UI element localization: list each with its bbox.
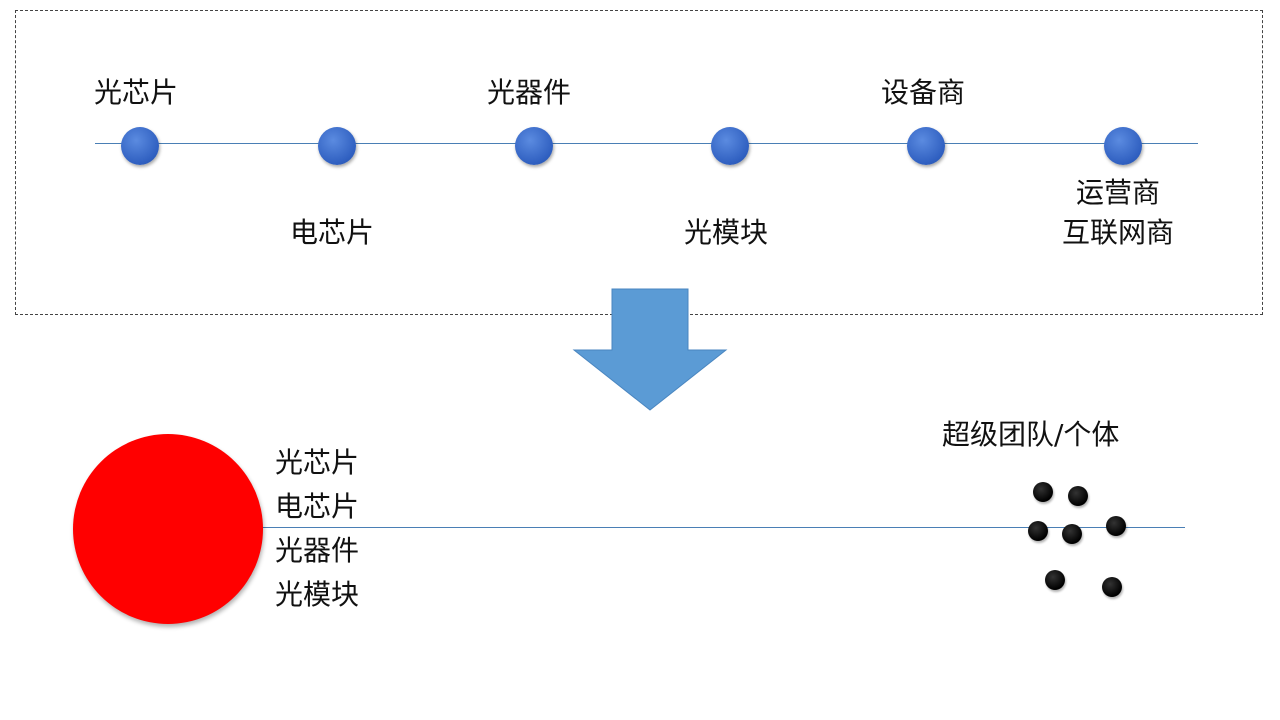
item-optical-chip: 光芯片 [275,446,360,479]
small-player-dot [1106,516,1126,536]
chain-node-2 [318,127,356,165]
node-label-internet-company: 互联网商 [1061,216,1175,249]
small-player-dot [1028,521,1048,541]
chain-line [95,143,1198,144]
small-player-dot [1102,577,1122,597]
chain-node-4 [711,127,749,165]
item-optical-device: 光器件 [275,534,360,567]
node-label-electrical-chip: 电芯片 [289,216,375,249]
node-label-operator: 运营商 [1075,176,1161,209]
chain-node-6 [1104,127,1142,165]
node-label-optical-module: 光模块 [683,216,769,249]
small-player-dot [1045,570,1065,590]
chain-node-3 [515,127,553,165]
big-player-items: 光芯片 电芯片 光器件 光模块 [275,441,359,617]
market-line [262,527,1185,528]
node-label-optical-device: 光器件 [486,76,572,109]
item-electrical-chip: 电芯片 [275,490,360,523]
small-player-dot [1062,524,1082,544]
node-label-equipment-vendor: 设备商 [880,76,966,109]
node-label-optical-chip: 光芯片 [93,76,179,109]
item-optical-module: 光模块 [275,578,360,611]
chain-node-5 [907,127,945,165]
chain-node-1 [121,127,159,165]
down-arrow [572,288,728,411]
small-players-label: 超级团队/个体 [942,418,1120,451]
value-chain-box [15,10,1263,315]
small-player-dot [1033,482,1053,502]
small-player-dot [1068,486,1088,506]
big-player-circle [73,434,263,624]
